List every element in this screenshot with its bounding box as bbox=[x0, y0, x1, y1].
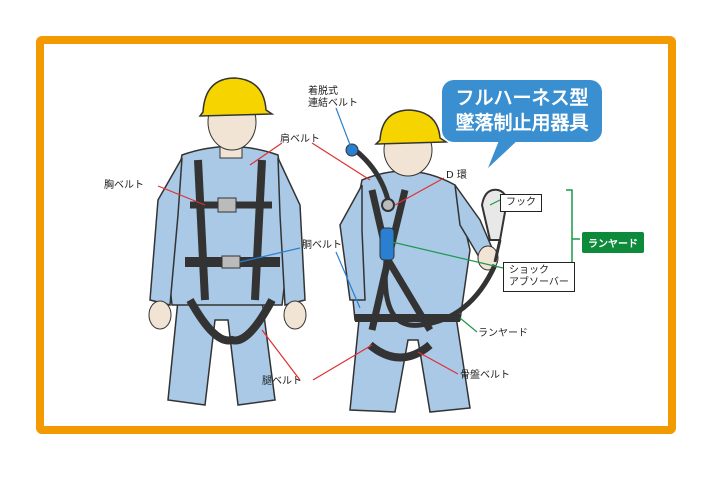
label-detachable-belt: 着脱式 連結ベルト bbox=[308, 86, 358, 109]
label-pelvic-belt: 骨盤ベルト bbox=[460, 370, 510, 381]
label-chest-belt: 胸ベルト bbox=[104, 180, 144, 191]
title-line-1: フルハーネス型 bbox=[455, 87, 589, 109]
title-line-2: 墜落制止用器具 bbox=[455, 112, 589, 134]
label-torso-belt: 胴ベルト bbox=[302, 240, 342, 251]
label-shock-absorber: ショック アブソーバー bbox=[503, 262, 575, 292]
label-d-ring: D 環 bbox=[446, 170, 467, 181]
label-thigh-belt: 腿ベルト bbox=[262, 376, 302, 387]
worker-front-figure bbox=[148, 77, 307, 406]
label-lanyard-group: ランヤード bbox=[582, 232, 644, 253]
label-shoulder-belt: 肩ベルト bbox=[280, 134, 320, 145]
label-hook: フック bbox=[500, 194, 542, 212]
title-bubble: フルハーネス型 墜落制止用器具 bbox=[442, 80, 602, 142]
label-lanyard: ランヤード bbox=[478, 328, 528, 339]
worker-back-figure bbox=[339, 109, 502, 413]
